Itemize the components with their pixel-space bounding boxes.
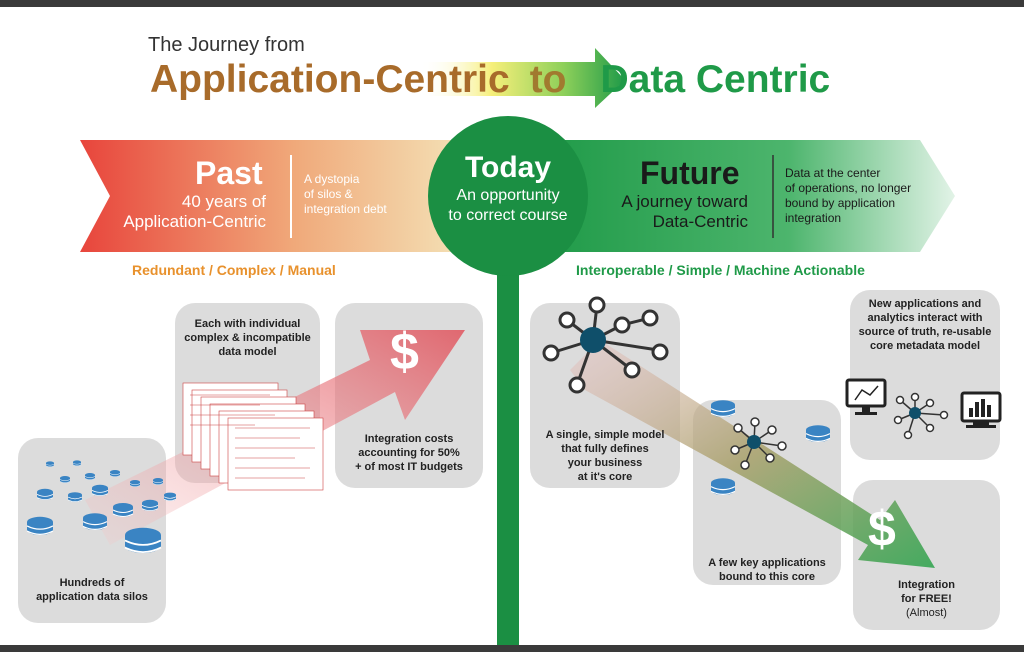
model-line1: A single, simple model <box>545 429 665 441</box>
today-heading: Today <box>464 151 552 184</box>
analytics-caption: New applications and analytics interact … <box>850 297 1000 353</box>
today-block: Today An opportunity to correct course <box>428 150 588 226</box>
past-subtitle-line2: Application-Centric <box>123 212 266 231</box>
title-prefix: The Journey from <box>148 34 305 56</box>
past-note: A dystopia of silos & integration debt <box>304 172 387 217</box>
past-heading: Past <box>195 155 263 191</box>
data-model-caption: Each with individual complex & incompati… <box>175 317 320 359</box>
apps-caption: A few key applications bound to this cor… <box>693 556 841 584</box>
future-note-line2: of operations, no longer <box>785 181 912 195</box>
costs-caption: Integration costs accounting for 50% + o… <box>335 432 483 474</box>
free-line1: Integration <box>898 579 955 591</box>
silos-caption-line2: application data silos <box>36 591 148 603</box>
right-tagline: Interoperable / Simple / Machine Actiona… <box>576 262 865 278</box>
analytics-line4: core metadata model <box>869 340 981 352</box>
analytics-line3: source of truth, re-usable <box>858 326 992 338</box>
model-caption: A single, simple model that fully define… <box>530 428 680 484</box>
free-line3: (Almost) <box>906 607 947 619</box>
future-note-line4: integration <box>785 211 842 225</box>
title-connector: to <box>529 58 567 101</box>
dollar-icon-free: $ <box>868 501 896 557</box>
past-note-line3: integration debt <box>304 202 387 216</box>
data-model-line2: complex & incompatible <box>184 332 311 344</box>
bottom-border <box>0 645 1024 652</box>
future-subtitle: A journey toward Data-Centric <box>600 192 748 232</box>
future-note-line1: Data at the center <box>785 166 881 180</box>
title-main: Application-Centric to Data Centric <box>150 56 830 104</box>
title-from: Application-Centric <box>150 58 510 101</box>
data-model-line3: data model <box>218 346 277 358</box>
future-subtitle-line1: A journey toward <box>621 192 748 211</box>
past-subtitle-line1: 40 years of <box>181 192 266 211</box>
future-heading: Future <box>640 155 740 191</box>
apps-line2: bound to this core <box>719 571 815 583</box>
model-line4: at it's core <box>577 471 633 483</box>
today-line2: to correct course <box>448 207 568 224</box>
free-caption: Integration for FREE! (Almost) <box>853 578 1000 620</box>
past-note-line2: of silos & <box>304 187 353 201</box>
data-model-line1: Each with individual <box>194 318 301 330</box>
top-border <box>0 0 1024 7</box>
silos-caption: Hundreds of application data silos <box>18 576 166 604</box>
future-note-line3: bound by application <box>785 196 896 210</box>
costs-line1: Integration costs <box>364 433 454 445</box>
analytics-line1: New applications and <box>868 298 982 310</box>
model-line2: that fully defines <box>561 443 649 455</box>
future-note: Data at the center of operations, no lon… <box>785 166 911 226</box>
free-line2: for FREE! <box>901 593 952 605</box>
future-subtitle-line2: Data-Centric <box>652 212 748 231</box>
dollar-icon: $ <box>390 323 419 381</box>
title-to: Data Centric <box>600 58 831 101</box>
costs-line3: + of most IT budgets <box>355 461 463 473</box>
past-subtitle: 40 years of Application-Centric <box>118 192 266 232</box>
today-line1: An opportunity <box>456 187 560 204</box>
model-line3: your business <box>567 457 643 469</box>
analytics-line2: analytics interact with <box>867 312 983 324</box>
silos-caption-line1: Hundreds of <box>59 577 125 589</box>
apps-line1: A few key applications <box>708 557 826 569</box>
costs-line2: accounting for 50% <box>358 447 460 459</box>
past-note-line1: A dystopia <box>304 172 360 186</box>
left-tagline: Redundant / Complex / Manual <box>132 262 336 278</box>
